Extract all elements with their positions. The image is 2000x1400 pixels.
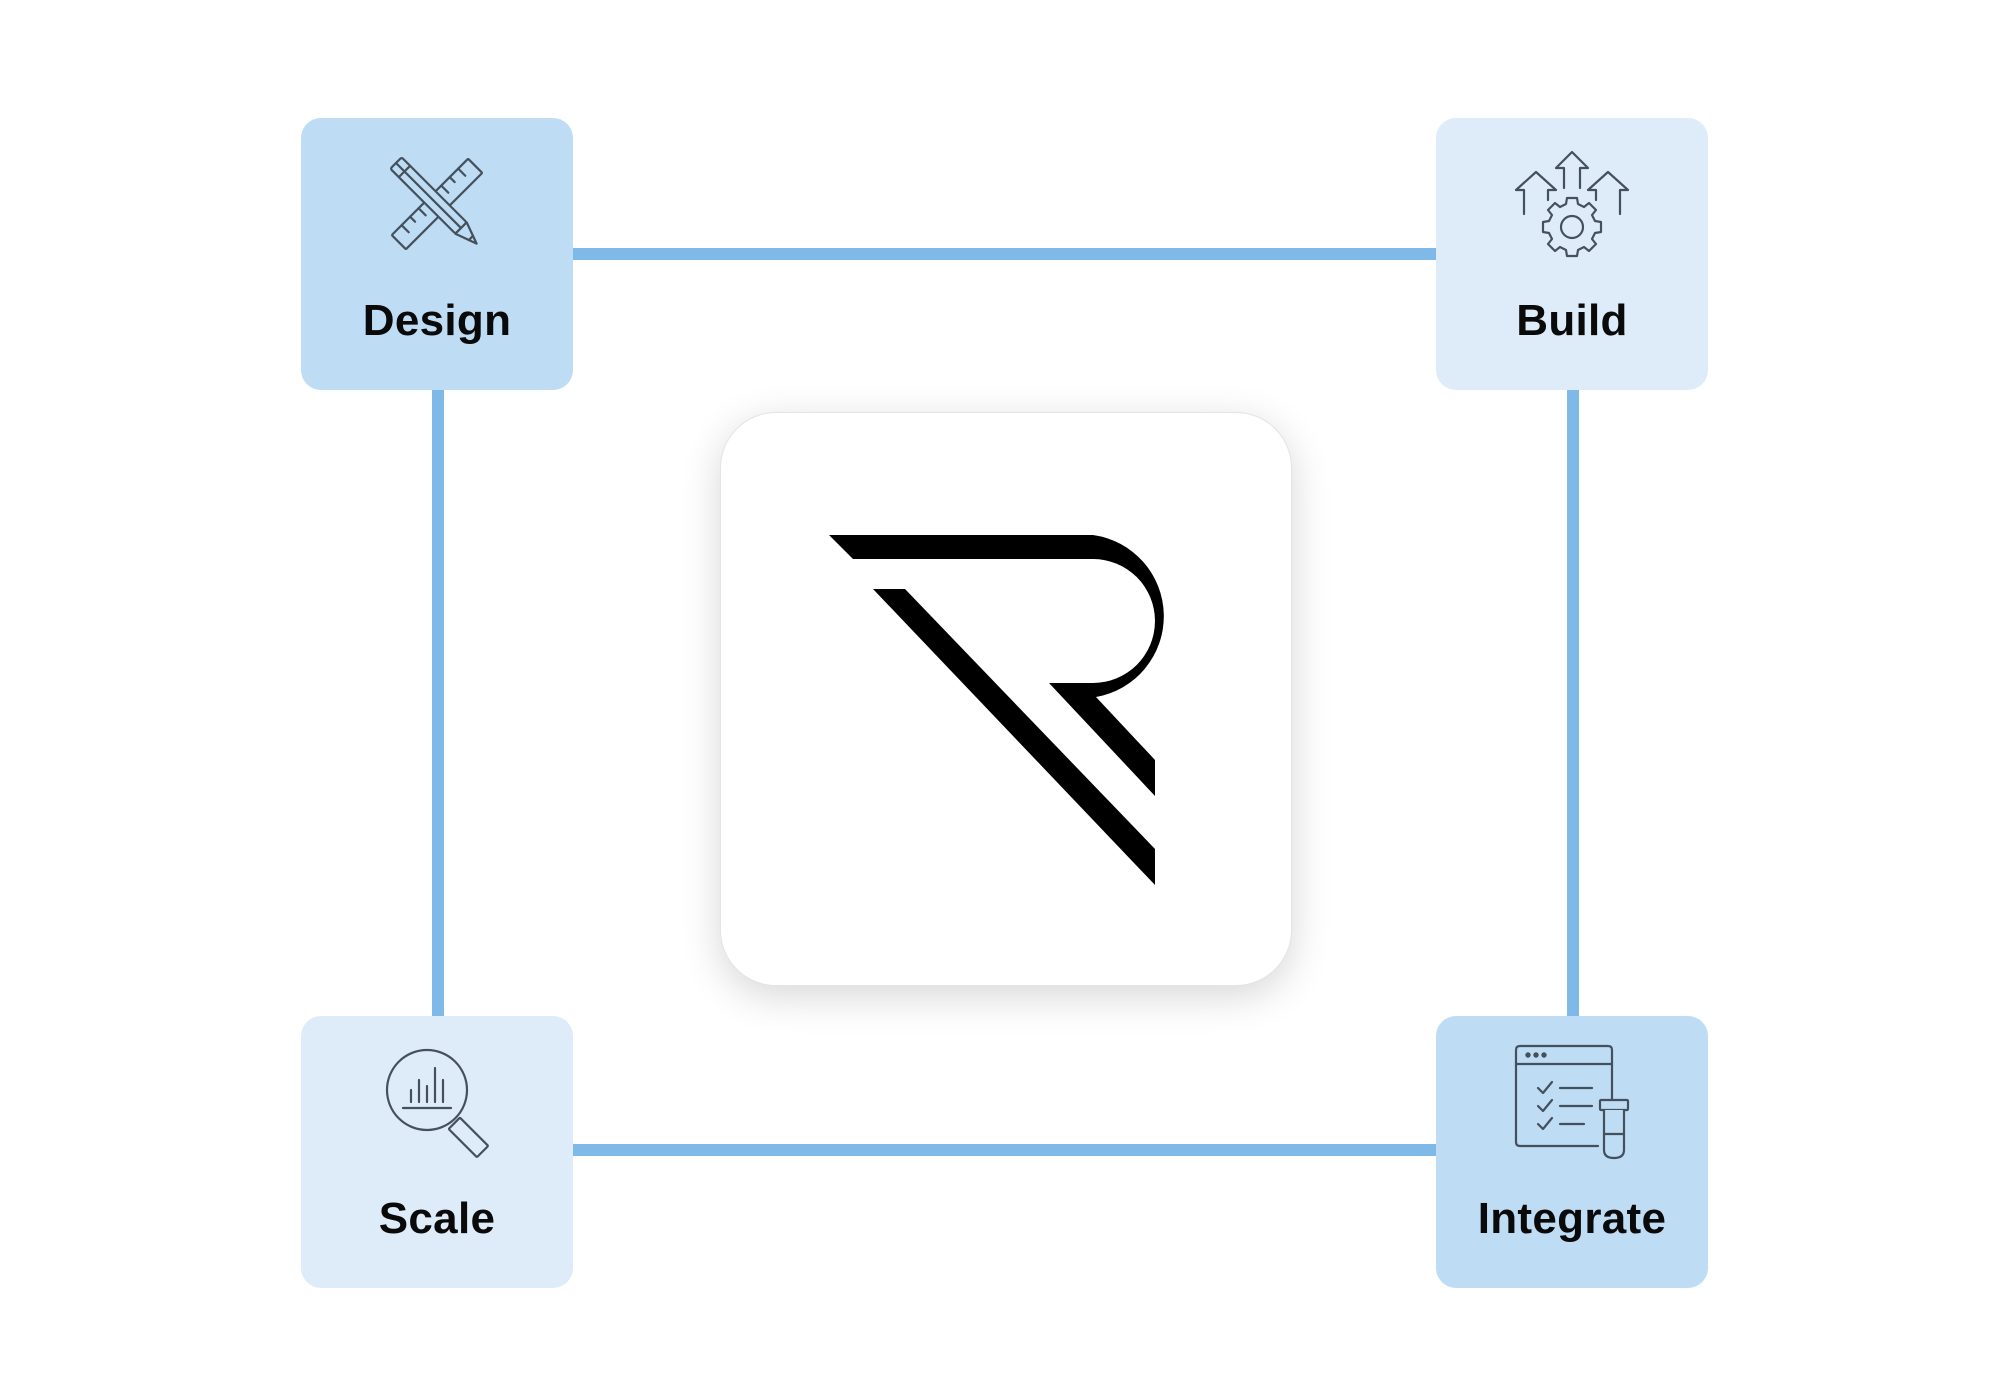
node-integrate: Integrate (1436, 1016, 1708, 1288)
gear-arrows-icon (1512, 144, 1632, 264)
node-design: Design (301, 118, 573, 390)
node-scale-label: Scale (378, 1194, 496, 1243)
connector-build-integrate (1567, 385, 1579, 1020)
node-build: Build (1436, 118, 1708, 390)
connector-scale-integrate (570, 1144, 1440, 1156)
browser-checklist-testtube-icon (1512, 1042, 1632, 1162)
r-logo (829, 535, 1164, 885)
logo-card (720, 412, 1292, 986)
node-integrate-label: Integrate (1477, 1194, 1667, 1243)
node-build-label: Build (1516, 296, 1628, 345)
connector-design-scale (432, 385, 444, 1020)
pencil-ruler-icon (377, 144, 497, 264)
node-scale: Scale (301, 1016, 573, 1288)
connector-design-build (570, 248, 1440, 260)
magnifier-chart-icon (377, 1042, 497, 1162)
node-design-label: Design (362, 296, 512, 345)
